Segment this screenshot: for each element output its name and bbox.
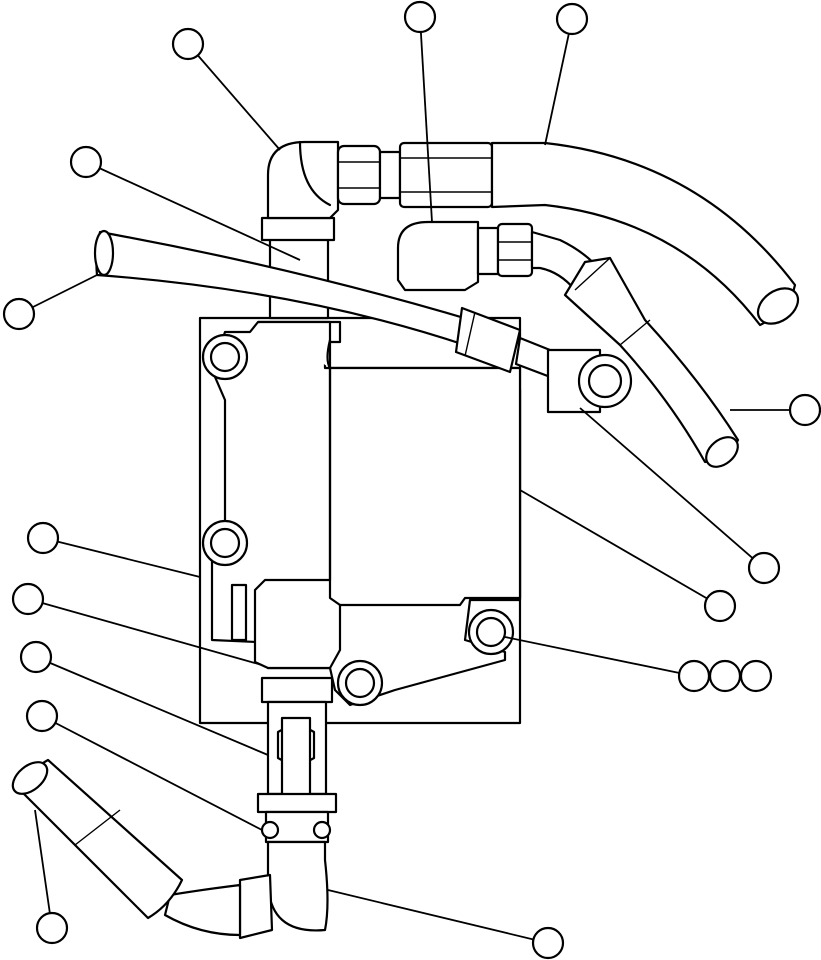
callout-circle: [531, 926, 565, 960]
callout-circle: [11, 582, 45, 616]
upper-hose: [490, 141, 800, 327]
mounting-bolts: [201, 333, 515, 707]
callout-circle: [677, 659, 711, 693]
bottom-fitting-stack: [256, 676, 338, 932]
callout-circle: [35, 911, 69, 945]
bolt-head: [201, 333, 249, 381]
callout-circle: [747, 551, 781, 585]
bolt-head: [336, 659, 384, 707]
callout-circle: [171, 27, 205, 61]
bottom-left-hose: [11, 758, 274, 940]
right-hose: [563, 256, 740, 468]
leader-lines: [18, 16, 805, 944]
callout-circle: [2, 297, 36, 331]
middle-elbow-fitting: [396, 220, 602, 292]
callout-circle: [69, 145, 103, 179]
right-banjo-fitting: [546, 348, 633, 414]
callout-circle: [19, 640, 53, 674]
callout-circle: [25, 699, 59, 733]
bolt-head: [467, 608, 515, 656]
callout-circle: [26, 521, 60, 555]
callout-circle: [739, 659, 773, 693]
bolt-head: [201, 519, 249, 567]
callout-circle: [555, 2, 589, 36]
callout-circle: [708, 659, 742, 693]
callout-circle: [703, 589, 737, 623]
callout-circle: [788, 393, 821, 427]
top-elbow-fitting: [260, 140, 494, 320]
valve-body: [230, 320, 522, 670]
callout-circle: [403, 0, 437, 34]
